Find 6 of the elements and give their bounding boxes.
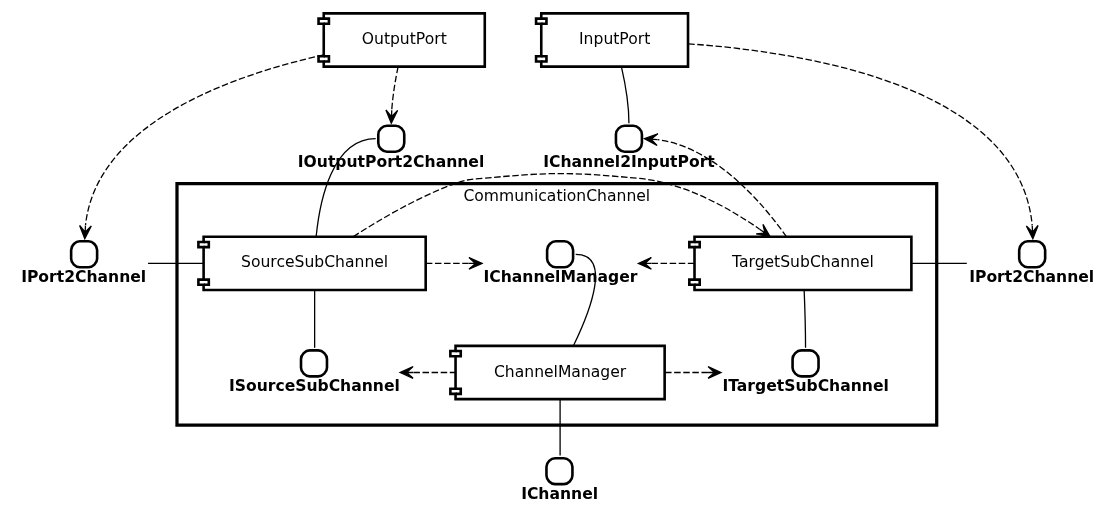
node-label: IPort2Channel: [20, 268, 146, 287]
node-label: IChannel2InputPort: [542, 152, 715, 171]
node-label: IChannel: [520, 485, 598, 504]
node-label: IPort2Channel: [968, 268, 1094, 287]
node-label: ITargetSubChannel: [721, 377, 889, 396]
node-label: ISourceSubChannel: [228, 377, 400, 396]
